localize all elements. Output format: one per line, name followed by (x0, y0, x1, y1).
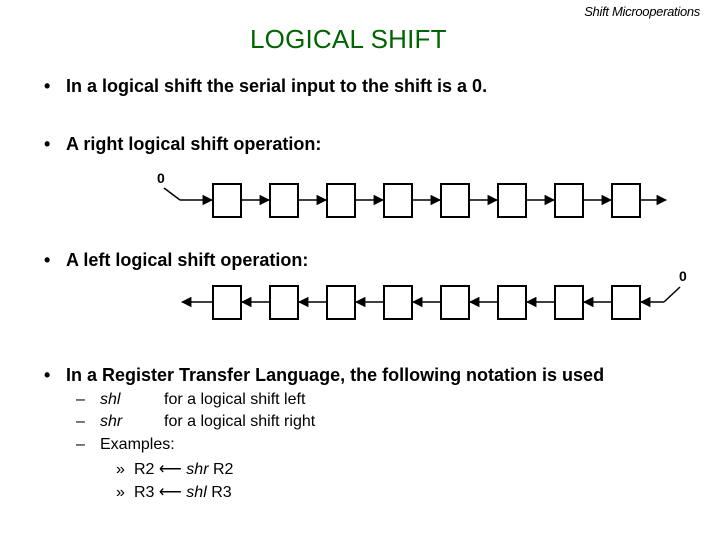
example-op: shr (186, 461, 209, 478)
slide-title: LOGICAL SHIFT (250, 24, 447, 54)
dash-marker: – (76, 391, 85, 408)
example-dest: R2 (134, 461, 155, 478)
notation-shr: –shr for a logical shift right (76, 413, 315, 431)
sub-bullet-marker: » (116, 461, 125, 478)
dash-marker: – (76, 436, 85, 453)
slide-header: Shift Microoperations (584, 4, 700, 19)
register-bit (212, 285, 242, 320)
bullet-text: In a Register Transfer Language, the fol… (66, 365, 605, 385)
example-src: R3 (211, 484, 232, 501)
left-arrow-icon: ⟵ (158, 484, 182, 501)
notation-desc: for a logical shift left (164, 391, 306, 408)
register-bit (497, 285, 527, 320)
example-op: shl (186, 484, 207, 501)
register-bit (269, 285, 299, 320)
notation-examples: –Examples: (76, 436, 175, 454)
bullet-text: In a logical shift the serial input to t… (66, 76, 488, 96)
bullet-marker: • (44, 250, 51, 270)
notation-op: shl (100, 391, 121, 408)
register-bit (554, 183, 584, 218)
register-bit (497, 183, 527, 218)
left-arrow-icon: ⟵ (158, 461, 182, 478)
bullet-right-shift: • A right logical shift operation: (44, 134, 321, 155)
register-bit (440, 183, 470, 218)
bullet-marker: • (44, 76, 51, 96)
notation-shl: –shl for a logical shift left (76, 391, 305, 409)
bullet-left-shift: • A left logical shift operation: (44, 250, 308, 271)
register-bit (383, 285, 413, 320)
example-1: » R2 ⟵ shr R2 (116, 459, 233, 479)
notation-op: shr (100, 413, 123, 430)
bullet-text: A right logical shift operation: (66, 134, 322, 154)
input-connector-line (663, 286, 681, 303)
bullet-rtl-notation: • In a Register Transfer Language, the fo… (44, 365, 604, 386)
register-bit (212, 183, 242, 218)
register-bit (554, 285, 584, 320)
dash-marker: – (76, 413, 85, 430)
bullet-marker: • (44, 365, 51, 385)
register-bit (611, 183, 641, 218)
right-shift-serial-input: 0 (157, 170, 165, 186)
input-connector-line (163, 187, 181, 201)
example-dest: R3 (134, 484, 155, 501)
examples-label: Examples: (100, 436, 175, 453)
register-bit (440, 285, 470, 320)
bullet-text: A left logical shift operation: (66, 250, 309, 270)
notation-desc: for a logical shift right (164, 413, 316, 430)
register-bit (326, 285, 356, 320)
example-src: R2 (212, 461, 234, 478)
bullet-serial-input: • In a logical shift the serial input to … (44, 76, 487, 97)
sub-bullet-marker: » (116, 484, 125, 501)
example-2: » R3 ⟵ shl R3 (116, 482, 232, 502)
register-bit (326, 183, 356, 218)
register-bit (383, 183, 413, 218)
left-shift-diagram (180, 285, 681, 320)
left-shift-serial-input: 0 (679, 268, 687, 284)
bullet-marker: • (44, 134, 51, 154)
register-bit (269, 183, 299, 218)
register-bit (611, 285, 641, 320)
